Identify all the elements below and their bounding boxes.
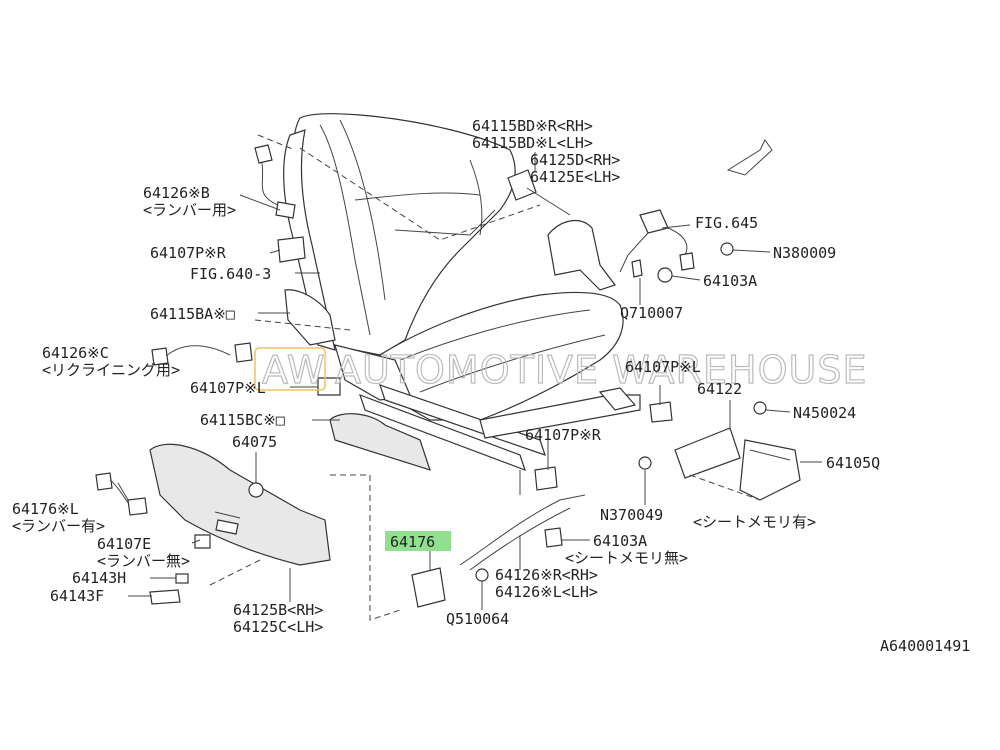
label-q510064[interactable]: Q510064 <box>446 610 509 628</box>
label-n370049[interactable]: N370049 <box>600 506 663 524</box>
part-labels: 64115BD※R<RH> 64115BD※L<LH> 64125D<RH> 6… <box>12 117 970 655</box>
label-64125b[interactable]: 64125B<RH> <box>233 601 323 619</box>
label-64115bd-l[interactable]: 64115BD※L<LH> <box>472 134 593 152</box>
watermark-text-b: AUTOMOTIVE WAREHOUSE <box>335 348 867 392</box>
label-64143f[interactable]: 64143F <box>50 587 104 605</box>
watermark-text-a: AW <box>262 348 326 392</box>
label-64105q[interactable]: 64105Q <box>826 454 880 472</box>
label-64107e[interactable]: 64107E <box>97 535 151 553</box>
label-64103a-top[interactable]: 64103A <box>703 272 757 290</box>
label-64107p-l-right[interactable]: 64107P※L <box>625 358 701 376</box>
diagram-id: A640001491 <box>880 637 970 655</box>
label-lumbar-use: <ランバー用> <box>143 201 236 219</box>
label-64107p-r-top[interactable]: 64107P※R <box>150 244 227 262</box>
label-without-lumbar: <ランバー無> <box>97 552 190 570</box>
label-64126-b[interactable]: 64126※B <box>143 184 210 202</box>
leader-lines <box>117 152 822 610</box>
label-64115ba[interactable]: 64115BA※□ <box>150 305 235 323</box>
label-q710007[interactable]: Q710007 <box>620 304 683 322</box>
label-64107p-r-right[interactable]: 64107P※R <box>525 426 602 444</box>
highlight-box <box>385 531 451 551</box>
label-64075[interactable]: 64075 <box>232 433 277 451</box>
label-64125d[interactable]: 64125D<RH> <box>530 151 620 169</box>
label-n450024[interactable]: N450024 <box>793 404 856 422</box>
label-with-seat-memory: <シートメモリ有> <box>693 513 816 531</box>
label-fig-640-3[interactable]: FIG.640-3 <box>190 265 271 283</box>
watermark-box <box>254 347 326 391</box>
label-64126-r[interactable]: 64126※R<RH> <box>495 566 598 584</box>
label-without-seat-memory: <シートメモリ無> <box>565 549 688 567</box>
label-64125e[interactable]: 64125E<LH> <box>530 168 620 186</box>
label-reclining-use: <リクライニング用> <box>42 361 180 379</box>
watermark: AW AUTOMOTIVE WAREHOUSE <box>254 347 867 393</box>
seat-assembly-drawing <box>95 113 801 621</box>
label-64115bd-r[interactable]: 64115BD※R<RH> <box>472 117 593 135</box>
label-64115bc[interactable]: 64115BC※□ <box>200 411 285 429</box>
label-64176-l[interactable]: 64176※L <box>12 500 79 518</box>
label-64126-c[interactable]: 64126※C <box>42 344 109 362</box>
label-with-lumbar: <ランバー有> <box>12 517 105 535</box>
label-64125c[interactable]: 64125C<LH> <box>233 618 323 636</box>
label-64103a-bottom[interactable]: 64103A <box>593 532 647 550</box>
label-64126-l[interactable]: 64126※L<LH> <box>495 583 598 601</box>
label-n380009[interactable]: N380009 <box>773 244 836 262</box>
label-64143h[interactable]: 64143H <box>72 569 126 587</box>
label-64122[interactable]: 64122 <box>697 380 742 398</box>
label-fig-645[interactable]: FIG.645 <box>695 214 758 232</box>
label-64107p-l-left[interactable]: 64107P※L <box>190 379 266 397</box>
highlight-label[interactable]: 64176 <box>390 533 435 551</box>
